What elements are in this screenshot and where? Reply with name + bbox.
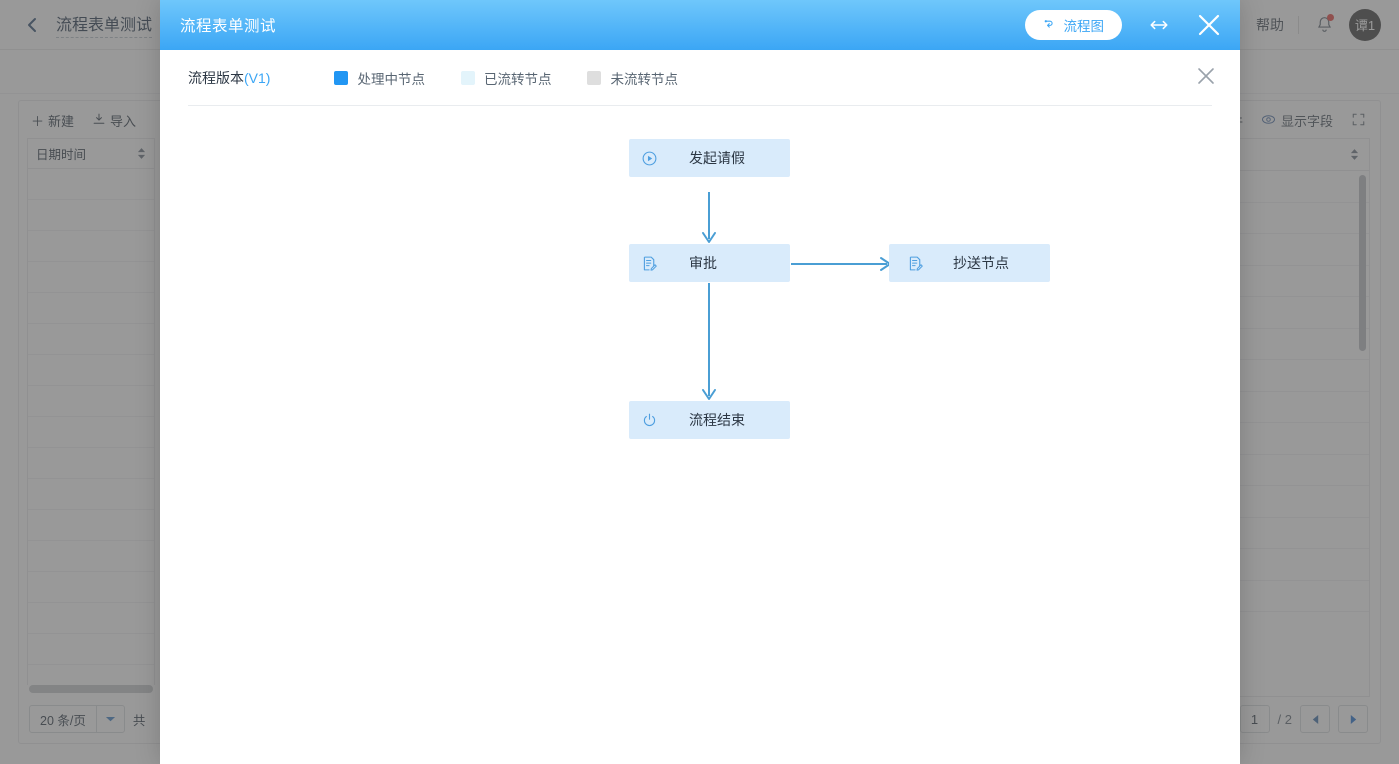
modal-title: 流程表单测试 [180, 18, 277, 35]
form-edit-icon [907, 255, 927, 272]
flow-diagram-modal: 流程表单测试 流程图 流程版本(V1) [160, 0, 1240, 764]
flow-edges [702, 192, 891, 400]
flow-node-label: 流程结束 [689, 412, 745, 428]
legend-item-processing: 处理中节点 [334, 68, 425, 88]
legend-label: 未流转节点 [610, 71, 678, 87]
power-icon [641, 412, 661, 429]
flow-node-label: 审批 [689, 255, 717, 271]
form-edit-icon [641, 255, 661, 272]
close-icon[interactable] [1196, 12, 1222, 38]
legend-item-completed: 已流转节点 [460, 68, 552, 88]
flow-icon [1043, 17, 1057, 34]
flow-diagram-tab[interactable]: 流程图 [1024, 10, 1122, 40]
legend-bar: 流程版本(V1) 处理中节点 已流转节点 未流转节点 [160, 50, 1240, 105]
legend-swatch [460, 70, 475, 85]
legend-close-icon[interactable] [1196, 66, 1216, 90]
legend-label: 已流转节点 [483, 71, 552, 87]
legend-items: 处理中节点 已流转节点 未流转节点 [334, 68, 678, 88]
legend-label: 处理中节点 [357, 71, 425, 87]
flow-version-text: 流程版本 [188, 69, 244, 86]
legend-divider [188, 105, 1212, 106]
play-circle-icon [641, 150, 661, 167]
legend-swatch [334, 70, 349, 85]
legend-item-pending: 未流转节点 [587, 68, 678, 88]
flow-node-label: 抄送节点 [953, 255, 1009, 271]
flow-version-label: 流程版本(V1) [188, 68, 270, 88]
modal-header-actions: 流程图 [1024, 10, 1223, 40]
flow-canvas[interactable]: 发起请假 审批 抄送节点 流程结束 [160, 106, 1240, 764]
modal-header: 流程表单测试 流程图 [160, 0, 1240, 50]
flow-node-start[interactable]: 发起请假 [629, 139, 790, 177]
flow-version-value: (V1) [244, 69, 271, 86]
legend-swatch [587, 70, 602, 85]
flow-node-approve[interactable]: 审批 [629, 244, 790, 282]
flow-diagram-tab-label: 流程图 [1063, 19, 1105, 34]
arrows-horizontal-icon[interactable] [1146, 17, 1172, 33]
flow-node-label: 发起请假 [689, 150, 745, 166]
flow-node-cc[interactable]: 抄送节点 [889, 244, 1050, 282]
flow-node-end[interactable]: 流程结束 [629, 401, 790, 439]
